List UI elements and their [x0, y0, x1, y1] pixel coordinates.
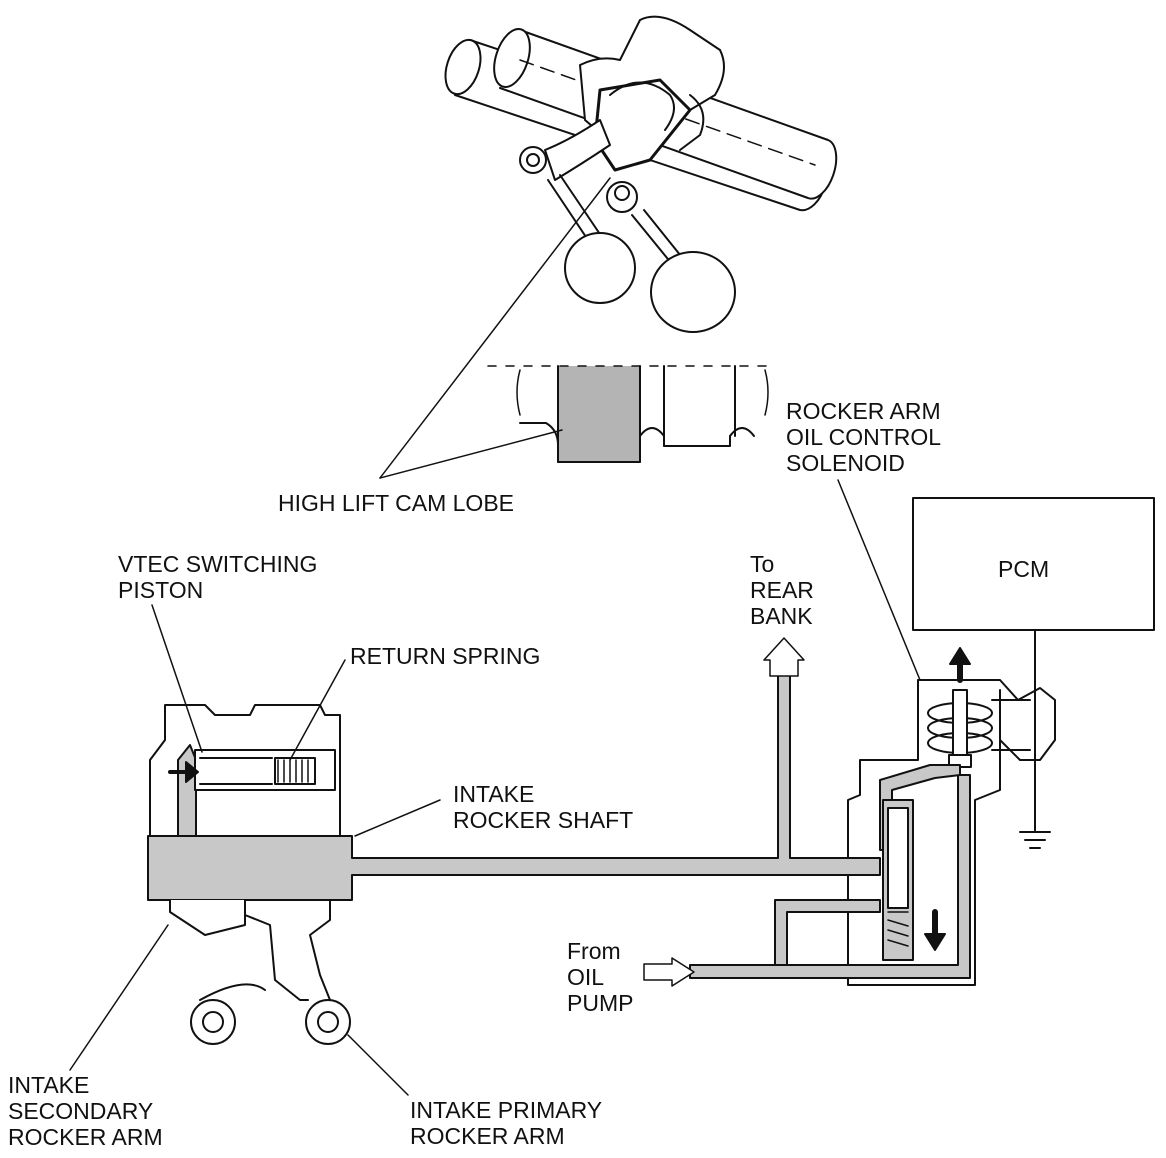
right-arrow-icon	[643, 957, 695, 987]
label-vtec-switching-piston: VTEC SWITCHING PISTON	[118, 551, 318, 603]
camshaft-assembly	[444, 15, 838, 333]
label-return-spring: RETURN SPRING	[350, 643, 541, 669]
cam-profile	[487, 365, 771, 463]
rocker-arms	[169, 899, 351, 1045]
oil-passages	[147, 674, 971, 979]
solid-down-arrow-icon	[924, 933, 946, 951]
solid-up-arrow-icon	[949, 647, 971, 665]
label-high-lift-cam-lobe: HIGH LIFT CAM LOBE	[278, 490, 515, 516]
label-from-oil-pump: From OIL PUMP	[567, 938, 634, 1016]
label-intake-rocker-shaft: INTAKE ROCKER SHAFT	[453, 781, 634, 833]
label-intake-secondary-rocker-arm: INTAKE SECONDARY ROCKER ARM	[8, 1072, 163, 1150]
piston-housing	[149, 704, 341, 837]
pcm-box	[912, 497, 1155, 631]
high-lift-cam-lobe	[558, 366, 640, 462]
label-to-rear-bank: To REAR BANK	[750, 551, 814, 629]
label-intake-primary-rocker-arm: INTAKE PRIMARY ROCKER ARM	[410, 1097, 603, 1149]
up-arrow-icon	[763, 637, 805, 677]
label-rocker-arm-oil-control-solenoid: ROCKER ARM OIL CONTROL SOLENOID	[786, 398, 942, 476]
label-pcm: PCM	[998, 556, 1050, 582]
